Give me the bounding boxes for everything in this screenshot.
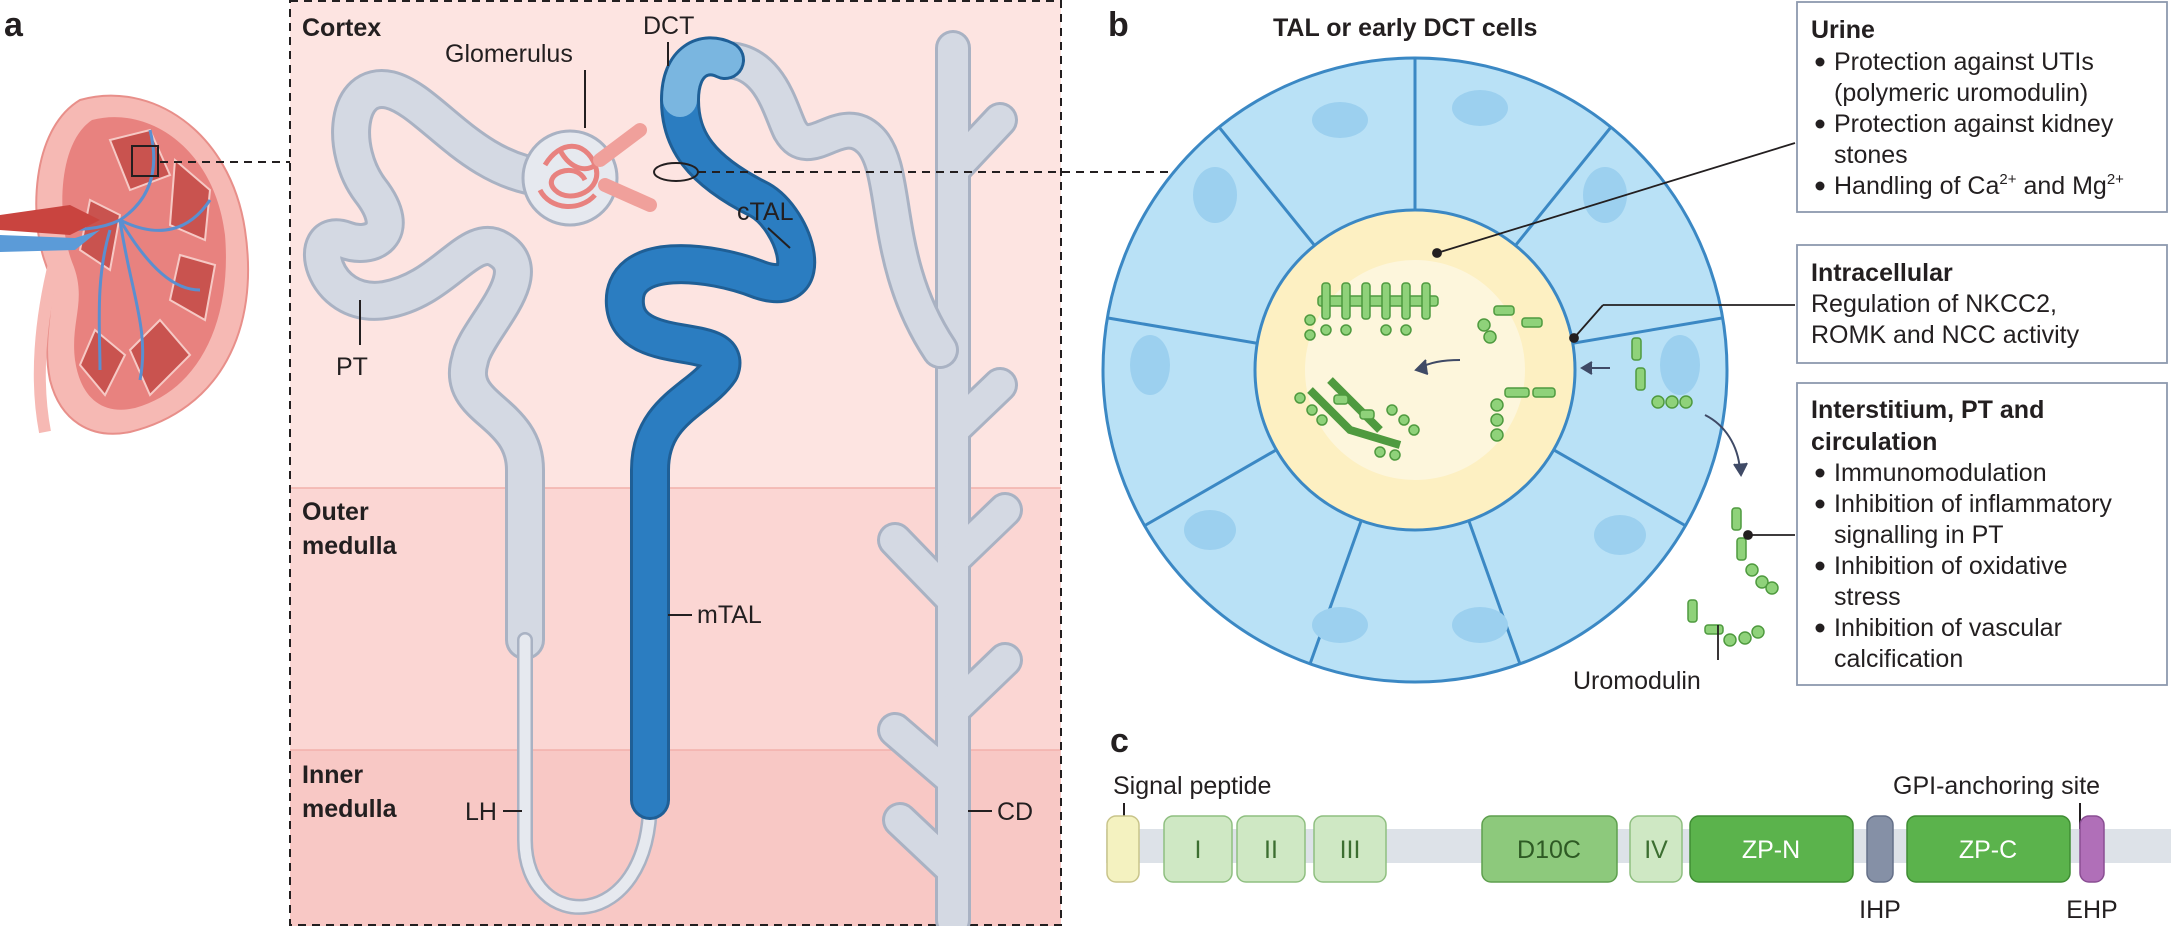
interstitium-title-2: circulation [1811, 428, 1937, 456]
gpi-label: GPI-anchoring site [1893, 772, 2100, 800]
interstitium-item-4a: Inhibition of vascular [1834, 614, 2062, 642]
bullet-icon [1815, 119, 1825, 129]
svg-text:I: I [1195, 836, 1202, 864]
domain-iv: IV [1629, 815, 1683, 883]
intracellular-line-2: ROMK and NCC activity [1811, 321, 2080, 349]
interstitium-item-3b: stress [1834, 583, 1901, 611]
inner-medulla-label-2: medulla [302, 795, 398, 823]
domain-zp-c: ZP-C [1906, 815, 2071, 883]
uromodulin-label: Uromodulin [1573, 667, 1701, 695]
svg-text:D10C: D10C [1517, 836, 1581, 864]
panel-b-title: TAL or early DCT cells [1273, 14, 1537, 42]
svg-text:IV: IV [1644, 836, 1668, 864]
bullet-icon [1815, 499, 1825, 509]
svg-text:ZP-N: ZP-N [1742, 836, 1800, 864]
glomerulus [521, 123, 657, 227]
bullet-icon [1815, 623, 1825, 633]
outer-medulla-label-1: Outer [302, 498, 369, 526]
collecting-duct [877, 30, 1023, 926]
bullet-icon [1815, 561, 1825, 571]
lh-label: LH [465, 798, 497, 826]
domain-d10c: D10C [1481, 815, 1618, 883]
panel-c-letter: c [1110, 722, 1129, 760]
interstitium-title-1: Interstitium, PT and [1811, 396, 2044, 424]
interstitium-item-2b: signalling in PT [1834, 521, 2004, 549]
cd-label: CD [997, 798, 1033, 826]
mtal-label: mTAL [697, 601, 762, 629]
urine-item-2a: Protection against kidney [1834, 110, 2114, 138]
intracellular-title: Intracellular [1811, 259, 1953, 287]
interstitium-item-3a: Inhibition of oxidative [1834, 552, 2067, 580]
inner-medulla-label-1: Inner [302, 761, 363, 789]
intracellular-line-1: Regulation of NKCC2, [1811, 290, 2057, 318]
svg-text:III: III [1340, 836, 1361, 864]
interstitium-item-4b: calcification [1834, 645, 1963, 673]
panel-a-letter: a [4, 6, 24, 44]
domain-ii: II [1236, 815, 1306, 883]
svg-text:II: II [1264, 836, 1278, 864]
cortex-label: Cortex [302, 14, 381, 42]
interstitium-item-1: Immunomodulation [1834, 459, 2047, 487]
urine-item-3: Handling of Ca2+ and Mg2+ [1834, 171, 2124, 200]
domain-iii: III [1313, 815, 1387, 883]
ctal-label: cTAL [737, 198, 794, 226]
domain-zp-n: ZP-N [1689, 815, 1854, 883]
panel-a-frame [289, 0, 1062, 926]
interstitium-box: Interstitium, PT and circulation Immunom… [1796, 382, 2168, 686]
svg-text:ZP-C: ZP-C [1959, 836, 2017, 864]
panel-b-letter: b [1108, 6, 1129, 44]
urine-title: Urine [1811, 16, 1875, 44]
signal-peptide-label: Signal peptide [1113, 772, 1271, 800]
thick-ascending-limb [604, 36, 817, 820]
uromodulin-polymers [1294, 282, 1779, 647]
intracellular-box: Intracellular Regulation of NKCC2, ROMK … [1796, 244, 2168, 364]
pt-label: PT [336, 353, 368, 381]
ihp-label: IHP [1859, 896, 1901, 924]
urine-item-1a: Protection against UTIs [1834, 48, 2094, 76]
urine-box: Urine Protection against UTIs (polymeric… [1796, 1, 2168, 213]
bullet-icon [1815, 57, 1825, 67]
glomerulus-label: Glomerulus [445, 40, 573, 68]
ehp-label: EHP [2066, 896, 2117, 924]
outer-medulla-zone [290, 488, 1061, 750]
urine-item-1b: (polymeric uromodulin) [1834, 79, 2088, 107]
bullet-icon [1815, 468, 1825, 478]
urine-item-2b: stones [1834, 141, 1908, 169]
ihp-domain [1866, 815, 1894, 883]
secretion-arrows [1414, 359, 1748, 478]
domain-i: I [1163, 815, 1233, 883]
interstitium-item-2a: Inhibition of inflammatory [1834, 490, 2112, 518]
kidney-illustration [0, 94, 250, 435]
signal-peptide-domain [1106, 815, 1140, 883]
dct-label: DCT [643, 12, 694, 40]
ehp-domain [2079, 815, 2105, 883]
outer-medulla-label-2: medulla [302, 532, 398, 560]
protein-domains: I II III D10C IV ZP-N ZP-C [1106, 815, 2105, 883]
bullet-icon [1815, 181, 1825, 191]
callout-lines [1432, 142, 1796, 660]
proximal-tubule [303, 41, 959, 915]
